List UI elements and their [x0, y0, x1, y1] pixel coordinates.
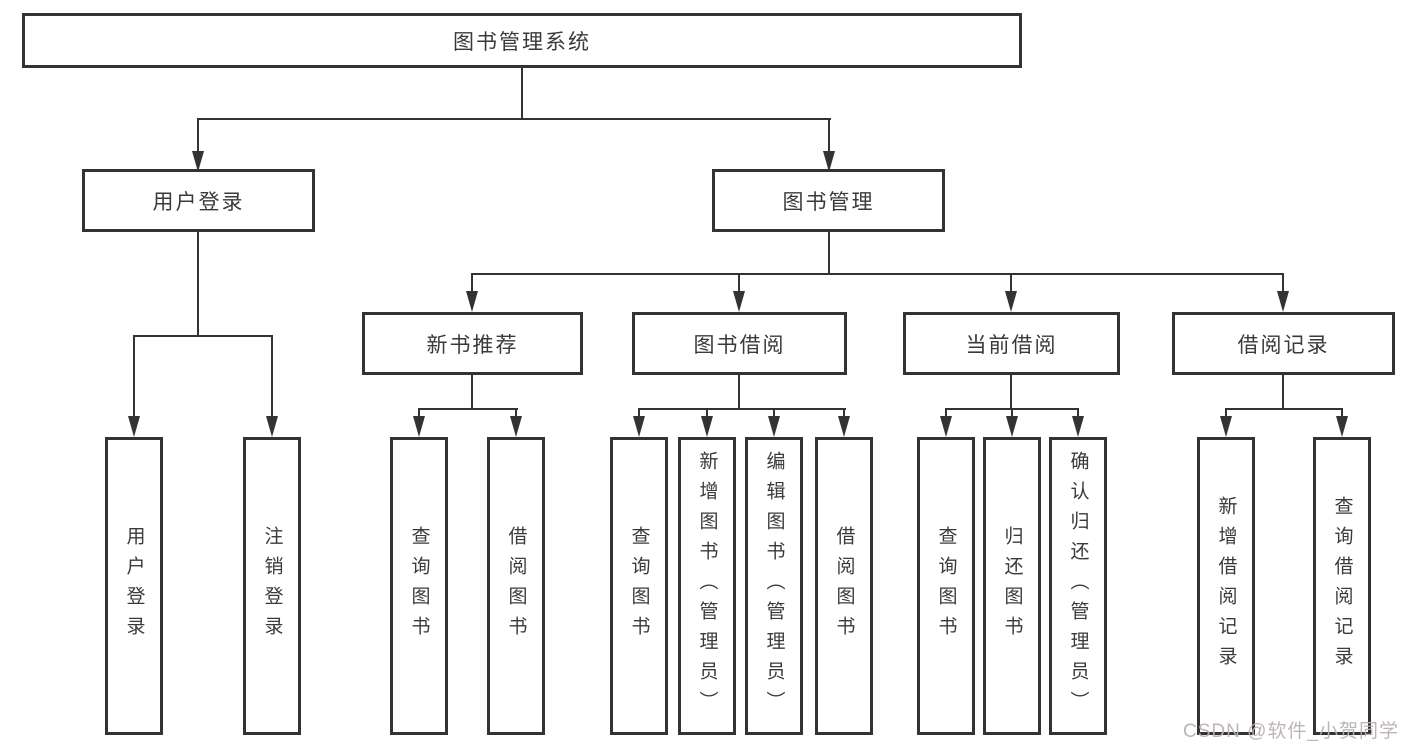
node-label: 图书管理	[782, 190, 875, 214]
leaf-label: 用户登录	[123, 526, 145, 646]
connector-drop-line	[418, 408, 420, 416]
arrow-down-icon	[701, 416, 713, 437]
csdn-watermark: CSDN @软件_小贺同学	[1183, 721, 1399, 742]
connector-drop-line	[471, 273, 473, 291]
node-root-library-system: 图书管理系统	[22, 13, 1022, 68]
connector-drop-line	[843, 408, 845, 416]
connector-user-login-hline	[133, 335, 273, 337]
arrow-down-icon	[1005, 291, 1017, 312]
leaf-label: 查询图书	[935, 526, 957, 646]
connector-stem	[738, 375, 740, 408]
node-label: 借阅记录	[1237, 333, 1330, 357]
connector-drop-line	[706, 408, 708, 416]
leaf-borrow-books-recommend: 借阅图书	[487, 437, 545, 735]
leaf-add-book-admin: 新增图书（管理员）	[678, 437, 736, 735]
arrow-down-icon	[940, 416, 952, 437]
leaf-query-books-current: 查询图书	[917, 437, 975, 735]
connector-book-mgmt-stem	[828, 232, 830, 273]
node-book-borrowing: 图书借阅	[632, 312, 847, 375]
leaf-confirm-return-admin: 确认归还（管理员）	[1049, 437, 1107, 735]
node-label: 用户登录	[152, 190, 245, 214]
node-new-book-recommendation: 新书推荐	[362, 312, 583, 375]
connector-stem	[1010, 375, 1012, 408]
leaf-logout-login: 注销登录	[243, 437, 301, 735]
node-borrowing-records: 借阅记录	[1172, 312, 1395, 375]
connector-drop-line	[738, 273, 740, 291]
connector-drop-line	[1341, 408, 1343, 416]
arrow-down-icon	[823, 151, 835, 172]
arrow-down-icon	[510, 416, 522, 437]
arrow-down-icon	[1220, 416, 1232, 437]
leaf-return-books: 归还图书	[983, 437, 1041, 735]
connector-hline	[638, 408, 846, 410]
leaf-label: 借阅图书	[505, 526, 527, 646]
leaf-label: 新增借阅记录	[1215, 496, 1237, 676]
arrow-down-icon	[466, 291, 478, 312]
arrow-down-icon	[1006, 416, 1018, 437]
connector-drop-line	[133, 335, 135, 416]
leaf-user-login: 用户登录	[105, 437, 163, 735]
leaf-label: 编辑图书（管理员）	[763, 451, 785, 721]
arrow-down-icon	[838, 416, 850, 437]
connector-drop-line	[1282, 273, 1284, 291]
leaf-query-books-borrowing: 查询图书	[610, 437, 668, 735]
connector-hline	[418, 408, 518, 410]
leaf-label: 确认归还（管理员）	[1067, 451, 1089, 721]
leaf-borrow-books-borrowing: 借阅图书	[815, 437, 873, 735]
arrow-down-icon	[192, 151, 204, 172]
connector-stem	[1282, 375, 1284, 408]
connector-root-stem	[521, 68, 523, 118]
leaf-label: 新增图书（管理员）	[696, 451, 718, 721]
connector-drop-line	[1010, 273, 1012, 291]
node-label: 新书推荐	[426, 333, 519, 357]
connector-level2-hline	[197, 118, 831, 120]
node-label: 图书借阅	[693, 333, 786, 357]
leaf-label: 注销登录	[261, 526, 283, 646]
leaf-add-borrow-record: 新增借阅记录	[1197, 437, 1255, 735]
leaf-edit-book-admin: 编辑图书（管理员）	[745, 437, 803, 735]
node-user-login: 用户登录	[82, 169, 315, 232]
connector-drop-line	[773, 408, 775, 416]
connector-hline	[1225, 408, 1343, 410]
leaf-label: 归还图书	[1001, 526, 1023, 646]
arrow-down-icon	[128, 416, 140, 437]
leaf-query-borrow-record: 查询借阅记录	[1313, 437, 1371, 735]
connector-drop-line	[197, 118, 199, 152]
arrow-down-icon	[768, 416, 780, 437]
leaf-label: 查询借阅记录	[1331, 496, 1353, 676]
leaf-label: 借阅图书	[833, 526, 855, 646]
node-current-borrowing: 当前借阅	[903, 312, 1120, 375]
arrow-down-icon	[413, 416, 425, 437]
leaf-label: 查询图书	[408, 526, 430, 646]
connector-drop-line	[1225, 408, 1227, 416]
arrow-down-icon	[1277, 291, 1289, 312]
connector-stem	[471, 375, 473, 408]
leaf-label: 查询图书	[628, 526, 650, 646]
node-label: 当前借阅	[965, 333, 1058, 357]
connector-drop-line	[271, 335, 273, 416]
connector-drop-line	[945, 408, 947, 416]
arrow-down-icon	[633, 416, 645, 437]
arrow-down-icon	[733, 291, 745, 312]
connector-user-login-stem	[197, 232, 199, 335]
leaf-query-books-recommend: 查询图书	[390, 437, 448, 735]
connector-drop-line	[1077, 408, 1079, 416]
arrow-down-icon	[266, 416, 278, 437]
node-label: 图书管理系统	[453, 30, 591, 54]
node-book-management: 图书管理	[712, 169, 945, 232]
connector-drop-line	[1011, 408, 1013, 416]
connector-drop-line	[828, 118, 830, 152]
connector-level3-hline	[471, 273, 1284, 275]
arrow-down-icon	[1072, 416, 1084, 437]
connector-drop-line	[515, 408, 517, 416]
connector-drop-line	[638, 408, 640, 416]
arrow-down-icon	[1336, 416, 1348, 437]
